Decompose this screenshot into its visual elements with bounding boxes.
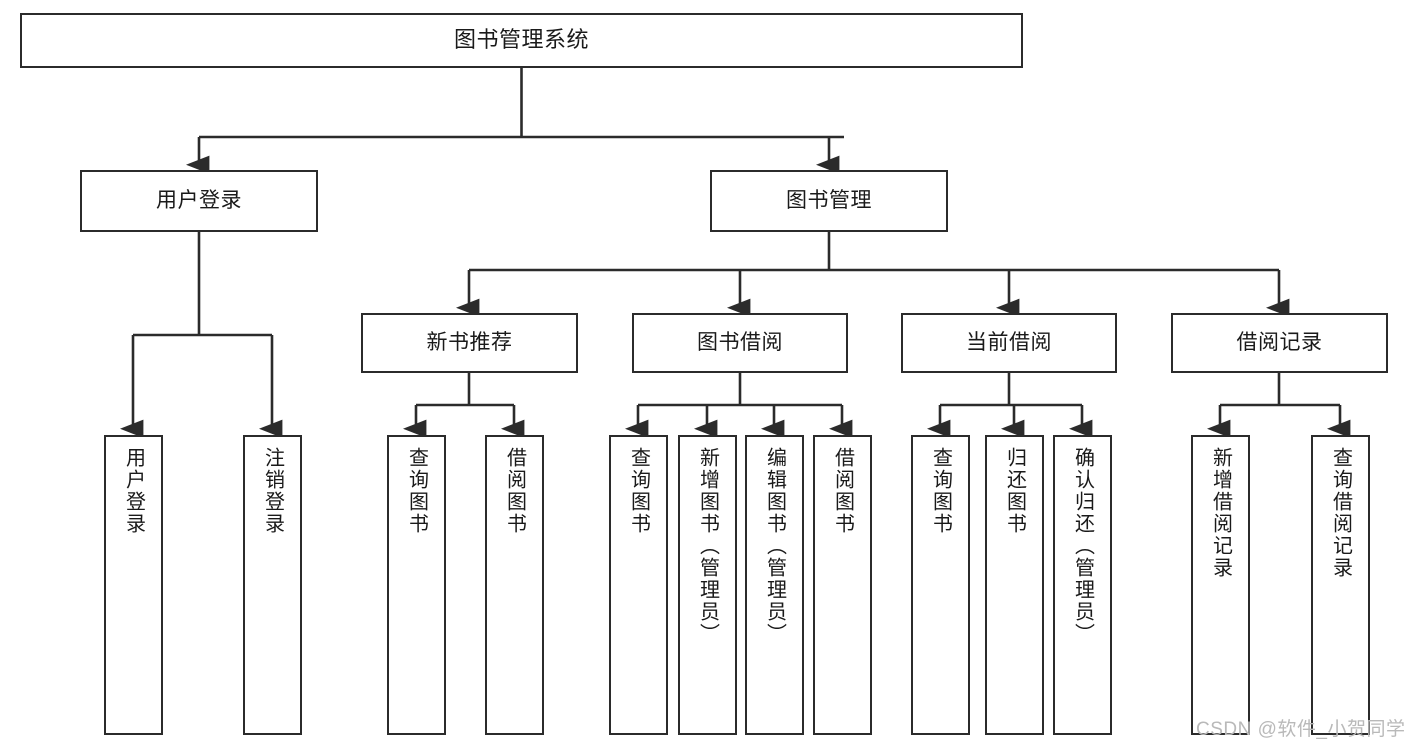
node-book-manage-label: 图书管理 [786, 189, 872, 213]
node-root[interactable]: 图书管理系统 [20, 13, 1023, 68]
node-leaf-add-record-label: 新增借阅记录 [1209, 447, 1232, 579]
node-leaf-borrow-book-1-label: 借阅图书 [503, 447, 526, 535]
node-leaf-query-record[interactable]: 查询借阅记录 [1311, 435, 1370, 735]
node-current-borrow-label: 当前借阅 [966, 331, 1052, 355]
node-new-book-rec-label: 新书推荐 [426, 331, 513, 355]
node-leaf-query-book-1[interactable]: 查询图书 [387, 435, 446, 735]
node-leaf-query-book-1-label: 查询图书 [405, 447, 428, 535]
node-user-login[interactable]: 用户登录 [80, 170, 318, 232]
node-current-borrow[interactable]: 当前借阅 [901, 313, 1117, 373]
csdn-watermark: CSDN @软件_小贺同学 [1196, 719, 1405, 740]
node-leaf-confirm-return[interactable]: 确认归还（管理员） [1053, 435, 1112, 735]
node-leaf-add-book[interactable]: 新增图书（管理员） [678, 435, 737, 735]
node-leaf-query-book-2-label: 查询图书 [627, 447, 650, 535]
node-leaf-user-login[interactable]: 用户登录 [104, 435, 163, 735]
node-leaf-edit-book[interactable]: 编辑图书（管理员） [745, 435, 804, 735]
node-leaf-edit-book-label: 编辑图书（管理员） [763, 447, 786, 645]
node-book-manage[interactable]: 图书管理 [710, 170, 948, 232]
node-leaf-user-logout-label: 注销登录 [261, 447, 284, 535]
node-book-borrow-label: 图书借阅 [697, 331, 783, 355]
node-leaf-confirm-return-label: 确认归还（管理员） [1071, 447, 1094, 645]
node-new-book-rec[interactable]: 新书推荐 [361, 313, 578, 373]
node-leaf-user-logout[interactable]: 注销登录 [243, 435, 302, 735]
node-leaf-borrow-book-2[interactable]: 借阅图书 [813, 435, 872, 735]
node-leaf-query-record-label: 查询借阅记录 [1329, 447, 1352, 579]
node-root-label: 图书管理系统 [453, 27, 589, 53]
node-leaf-query-book-3-label: 查询图书 [929, 447, 952, 535]
node-borrow-record-label: 借阅记录 [1236, 331, 1323, 355]
node-leaf-borrow-book-2-label: 借阅图书 [831, 447, 854, 535]
node-borrow-record[interactable]: 借阅记录 [1171, 313, 1388, 373]
node-user-login-label: 用户登录 [156, 189, 242, 213]
node-leaf-query-book-2[interactable]: 查询图书 [609, 435, 668, 735]
node-leaf-add-book-label: 新增图书（管理员） [696, 447, 719, 645]
node-leaf-user-login-label: 用户登录 [122, 447, 145, 535]
node-leaf-return-book-label: 归还图书 [1003, 447, 1026, 535]
node-leaf-add-record[interactable]: 新增借阅记录 [1191, 435, 1250, 735]
node-book-borrow[interactable]: 图书借阅 [632, 313, 848, 373]
node-leaf-query-book-3[interactable]: 查询图书 [911, 435, 970, 735]
node-leaf-return-book[interactable]: 归还图书 [985, 435, 1044, 735]
node-leaf-borrow-book-1[interactable]: 借阅图书 [485, 435, 544, 735]
